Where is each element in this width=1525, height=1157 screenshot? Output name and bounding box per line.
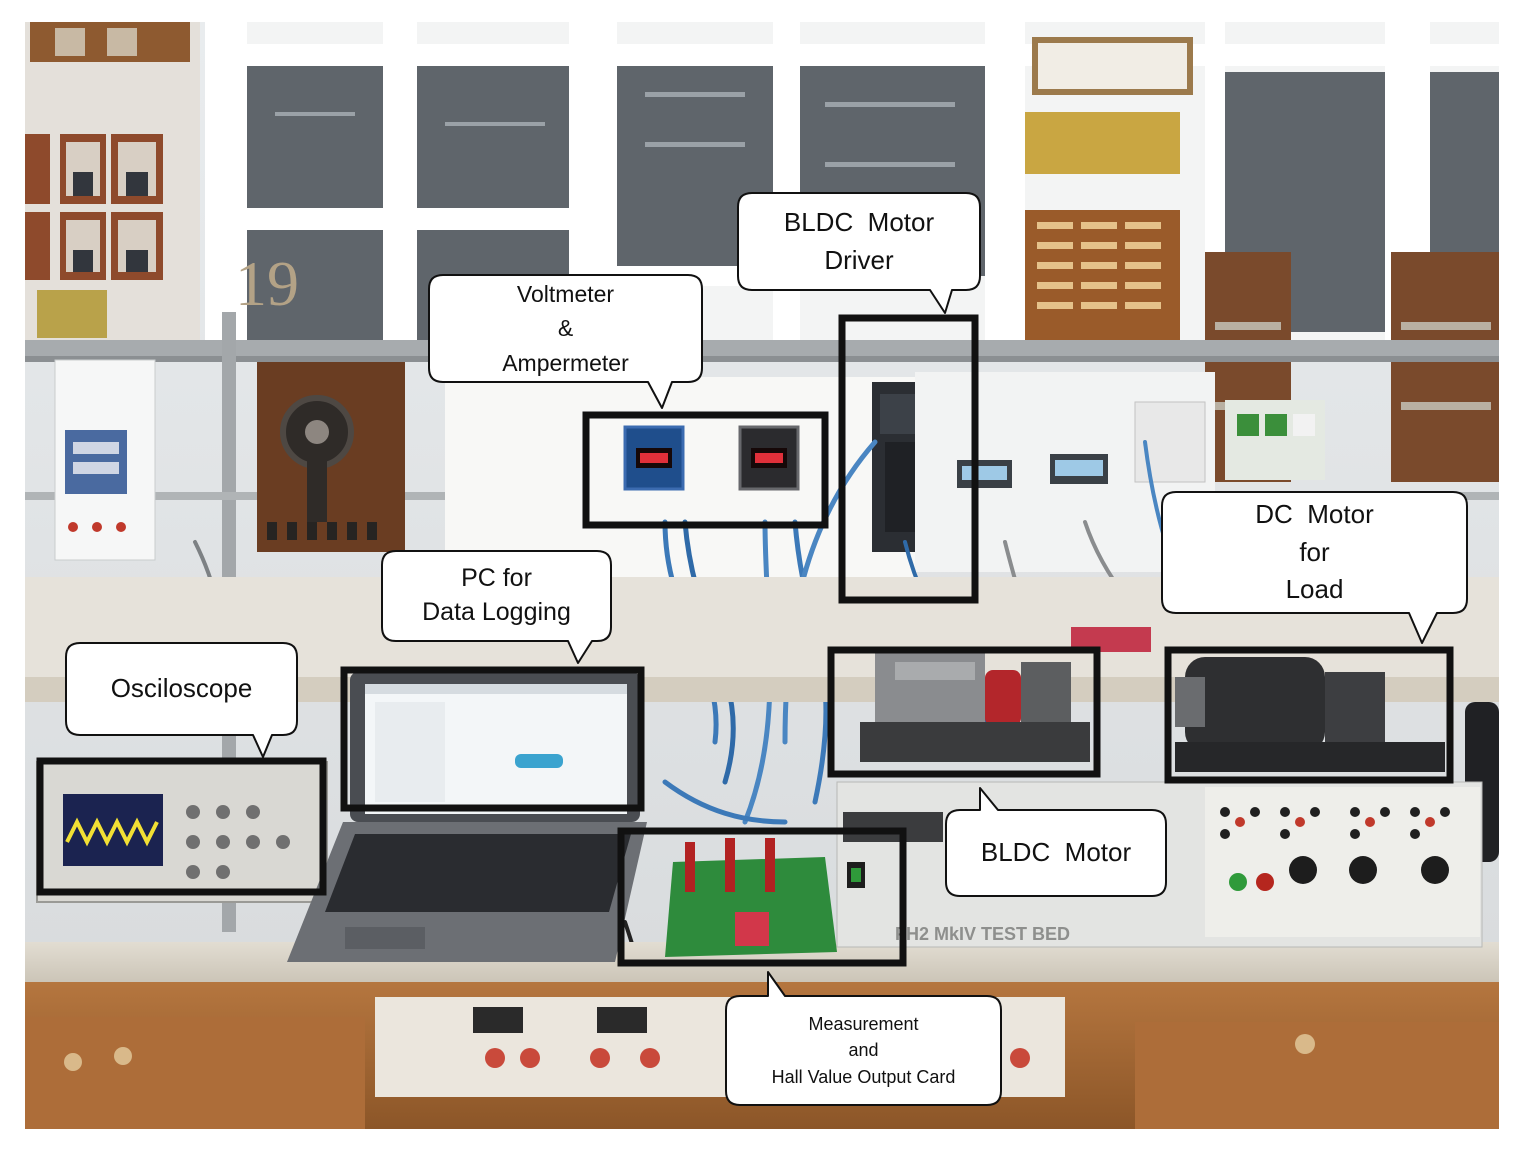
test-bed-plate: FH2 MkIV TEST BED bbox=[895, 924, 1070, 944]
card-label: Measurement and Hall Value Output Card bbox=[726, 996, 1001, 1105]
oscilloscope bbox=[36, 761, 328, 903]
pc-label-line: PC for bbox=[461, 564, 532, 593]
driver-label-line: Driver bbox=[824, 244, 894, 275]
card-label-line: Measurement bbox=[808, 1014, 919, 1035]
meters-label-line: Ampermeter bbox=[502, 349, 629, 376]
bldc-motor-label-line: BLDC Motor bbox=[980, 837, 1132, 868]
driver-label-line: BLDC Motor bbox=[783, 206, 935, 237]
osciloscope-label-line: Osciloscope bbox=[110, 673, 253, 704]
meters-label: Voltmeter & Ampermeter bbox=[429, 275, 702, 382]
dc-motor-label-line: for bbox=[1299, 536, 1330, 567]
card-label-line: and bbox=[848, 1040, 879, 1061]
wall-number: 19 bbox=[235, 248, 299, 319]
pc-label-line: Data Logging bbox=[422, 598, 571, 626]
dc-motor-label-line: DC Motor bbox=[1255, 498, 1374, 529]
portrait-wall bbox=[25, 22, 200, 352]
osciloscope-label: Osciloscope bbox=[66, 643, 297, 735]
meters-label-line: Voltmeter bbox=[516, 280, 615, 307]
dc-motor-label-line: Load bbox=[1285, 574, 1344, 605]
driver-label: BLDC Motor Driver bbox=[738, 193, 980, 290]
pc-label: PC for Data Logging bbox=[382, 551, 611, 641]
meters-label-line: & bbox=[557, 315, 574, 342]
dc-motor-label: DC Motor for Load bbox=[1162, 492, 1467, 613]
bldc-motor-label: BLDC Motor bbox=[946, 810, 1166, 896]
card-label-line: Hall Value Output Card bbox=[771, 1066, 956, 1087]
